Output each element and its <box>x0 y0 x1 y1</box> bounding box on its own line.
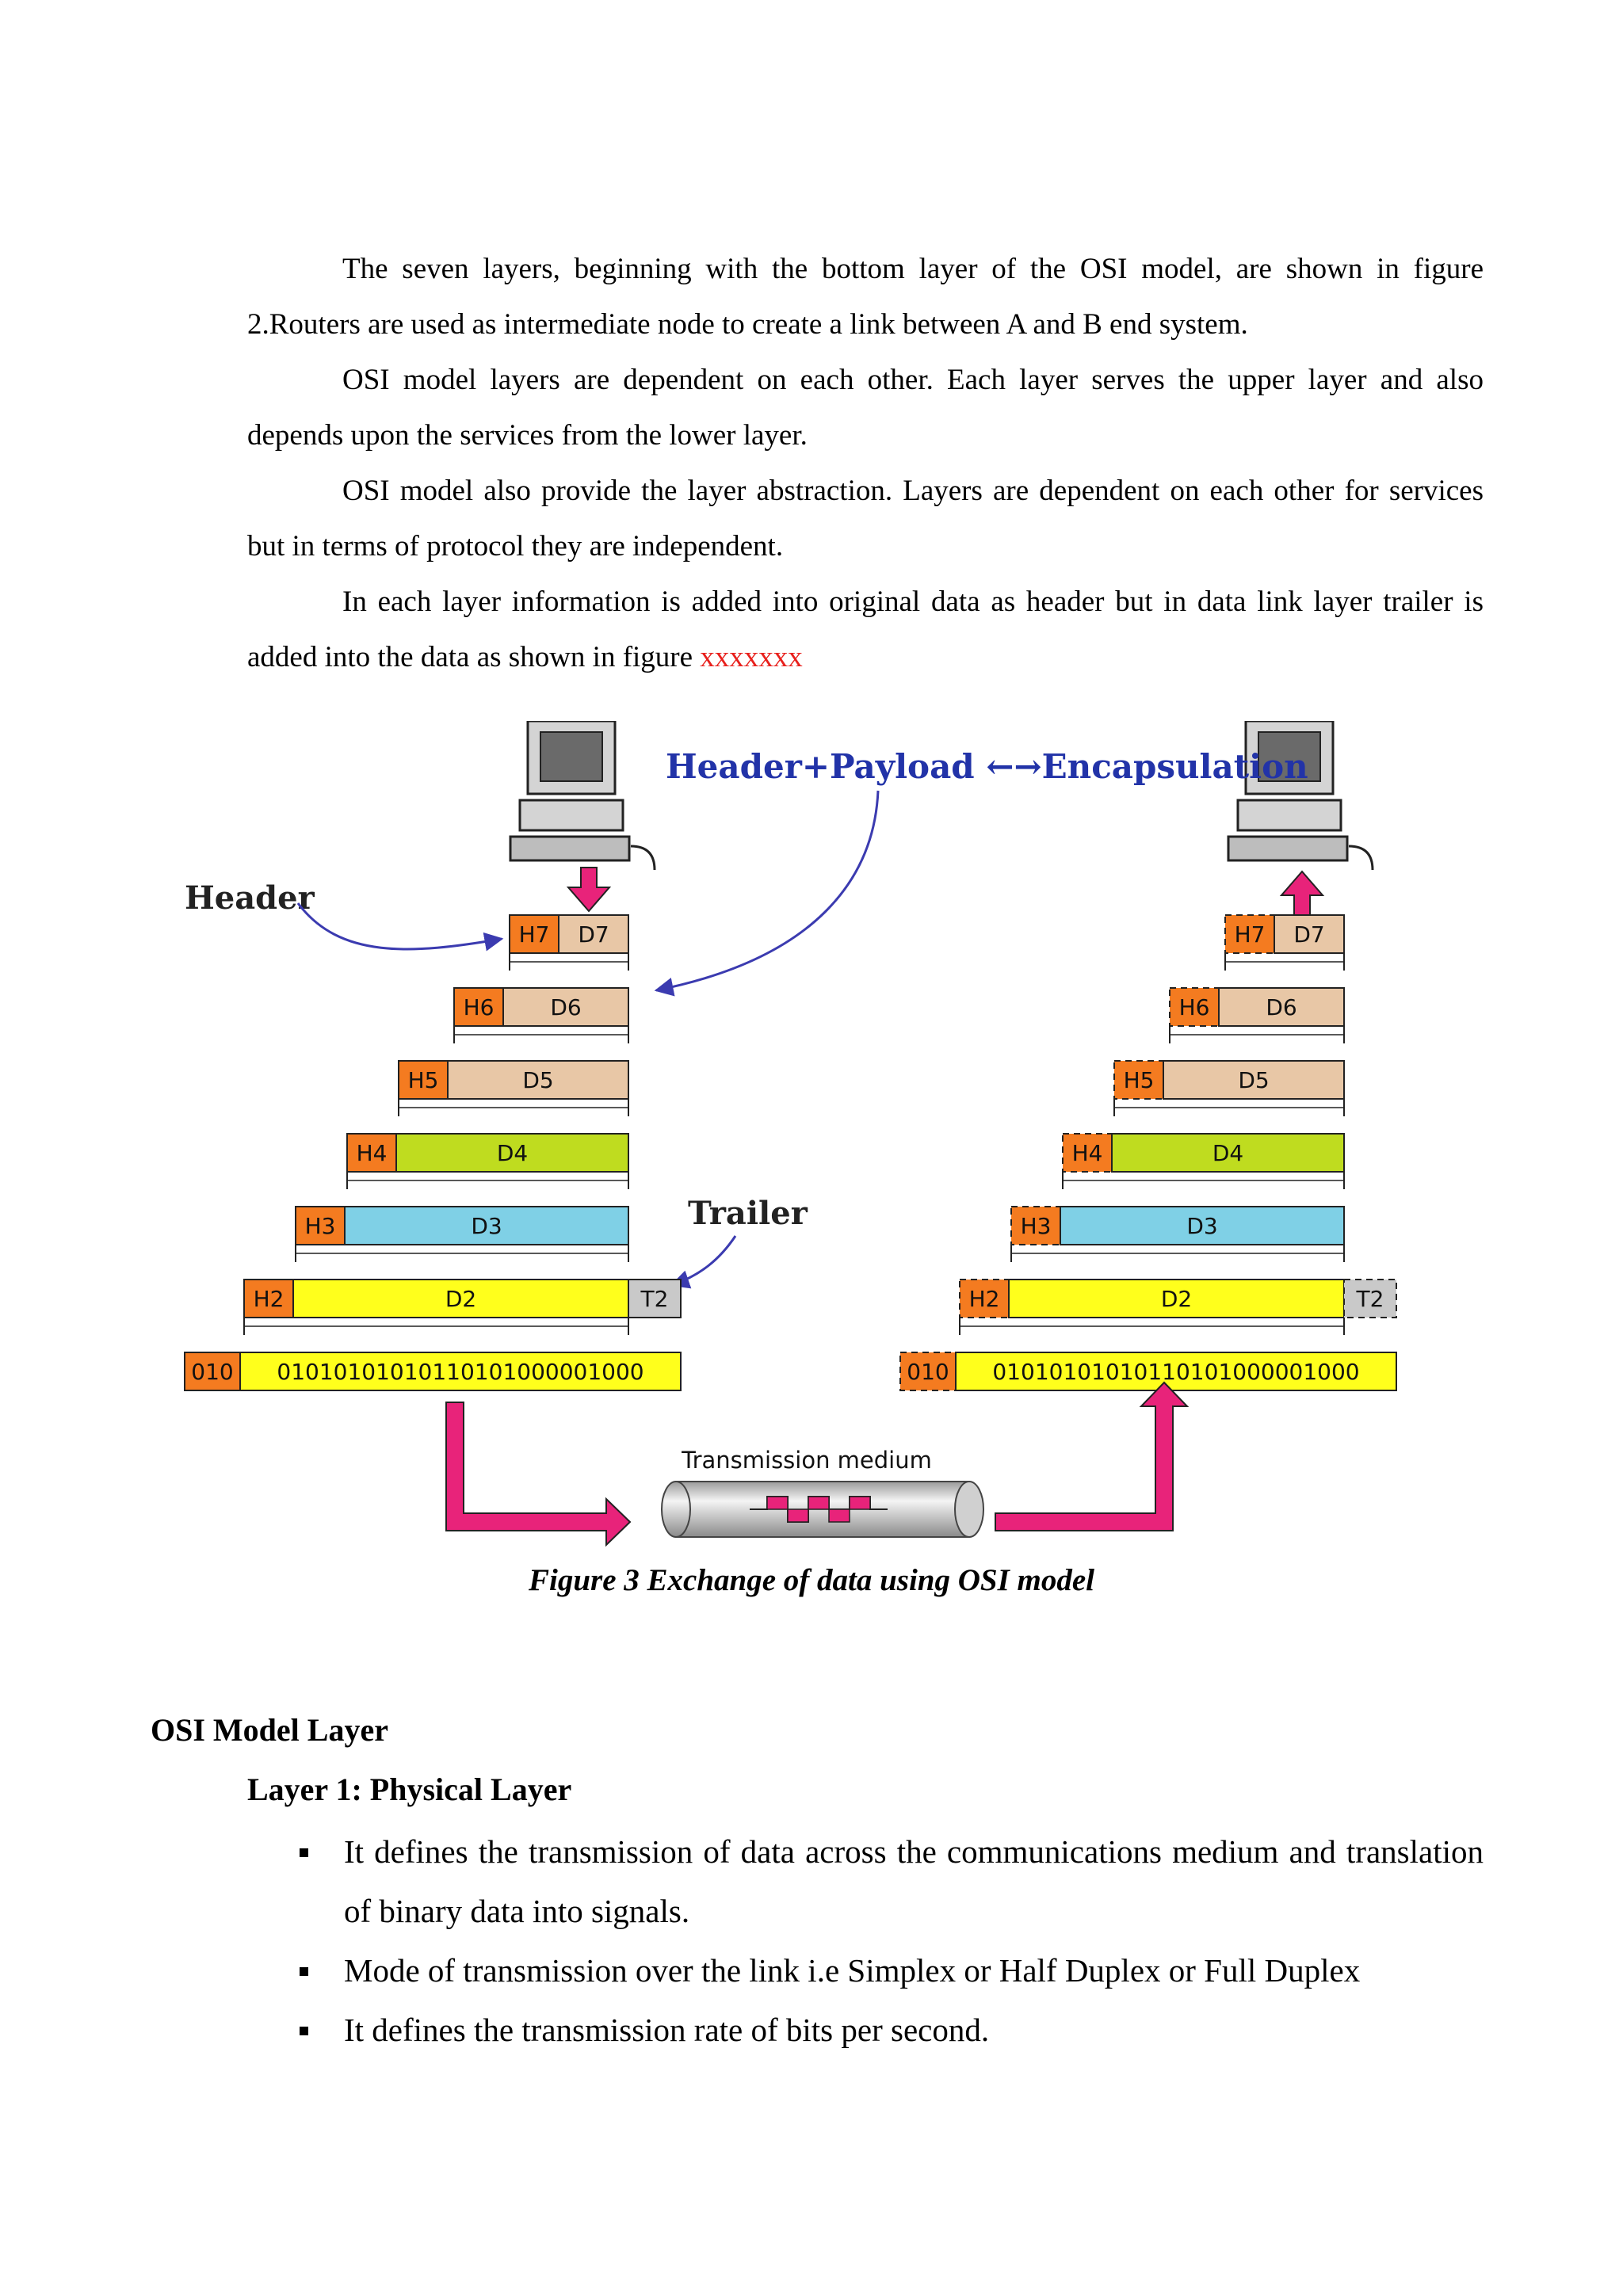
sender-computer-icon <box>509 721 656 871</box>
bullet-item: It defines the transmission rate of bits… <box>295 2000 1484 2060</box>
layer-data-label: D5 <box>1238 1067 1269 1093</box>
layer-header-label: H6 <box>464 994 495 1020</box>
trailer-pointer-arrow <box>670 1235 737 1289</box>
layer-data-box <box>1218 987 1345 1027</box>
bits-label: 01010101010110101000001000 <box>992 1359 1359 1385</box>
layer-data-label: D6 <box>1266 994 1296 1020</box>
layer-data-box <box>1163 1060 1345 1100</box>
bits-prefix-label: 010 <box>191 1359 233 1385</box>
layer-header-label: H2 <box>969 1286 1000 1312</box>
layer-data-label: D7 <box>578 921 609 948</box>
layer-header-label: H4 <box>1072 1140 1103 1166</box>
bullet-list: It defines the transmission of data acro… <box>295 1822 1484 2060</box>
layer-data-box <box>1060 1206 1345 1245</box>
layer-header-label: H7 <box>1235 921 1266 948</box>
receiver-computer-icon <box>1227 721 1374 871</box>
layer-data-box <box>502 987 629 1027</box>
layer-header-box <box>959 1279 1010 1318</box>
bits-prefix-label: 010 <box>907 1359 949 1385</box>
layer-header-box <box>1010 1206 1061 1245</box>
layer-data-label: D4 <box>1212 1140 1243 1166</box>
figure-title: Header+Payload ←→Encapsulation <box>666 747 1308 786</box>
transmission-pipe-icon <box>661 1481 984 1538</box>
layer-trailer-box <box>1343 1279 1397 1318</box>
down-arrow-icon <box>566 867 612 913</box>
layer-header-box <box>295 1206 346 1245</box>
layer-header-box <box>346 1133 397 1173</box>
trailer-label: Trailer <box>688 1195 808 1232</box>
layer-header-box <box>1113 1060 1164 1100</box>
layer-data-label: D2 <box>445 1286 476 1312</box>
layer-header-label: H3 <box>1021 1213 1052 1239</box>
layer-data-label: D7 <box>1293 921 1324 948</box>
bullet-item: Mode of transmission over the link i.e S… <box>295 1941 1484 2000</box>
layer-data-box <box>292 1279 629 1318</box>
layer-data-label: D3 <box>471 1213 502 1239</box>
layer-data-label: D3 <box>1186 1213 1217 1239</box>
layer-header-label: H7 <box>519 921 550 948</box>
paragraph-4: In each layer information is added into … <box>247 585 1484 673</box>
layer-trailer-box <box>628 1279 682 1318</box>
header-label: Header <box>185 879 315 917</box>
layer-header-box <box>1169 987 1220 1027</box>
medium-to-receiver-arrow <box>995 1381 1190 1531</box>
bits-prefix-box <box>899 1352 957 1391</box>
layer-header-box <box>398 1060 449 1100</box>
figure-reference: xxxxxxx <box>700 641 803 673</box>
up-arrow-icon <box>1279 870 1325 916</box>
layer-header-label: H5 <box>408 1067 439 1093</box>
payload-pointer-arrow <box>654 790 880 997</box>
layer-data-box <box>395 1133 629 1173</box>
figure-caption: Figure 3 Exchange of data using OSI mode… <box>528 1563 1095 1597</box>
layer-data-box <box>447 1060 629 1100</box>
layer-header-box <box>243 1279 294 1318</box>
send-to-medium-arrow <box>445 1402 632 1547</box>
layer-header-box <box>509 914 559 954</box>
layer-data-label: D6 <box>550 994 581 1020</box>
layer-header-box <box>453 987 504 1027</box>
layer-header-label: H3 <box>305 1213 336 1239</box>
bits-box <box>239 1352 682 1391</box>
layer-data-label: D4 <box>497 1140 528 1166</box>
layer-data-box <box>1274 914 1345 954</box>
bits-label: 01010101010110101000001000 <box>277 1359 643 1385</box>
layer-header-label: H5 <box>1124 1067 1155 1093</box>
osi-encapsulation-figure: Header+Payload ←→Encapsulation Header Tr… <box>184 721 1397 1547</box>
paragraph-2: OSI model layers are dependent on each o… <box>247 364 1484 452</box>
layer-header-label: H6 <box>1179 994 1210 1020</box>
paragraph-1: The seven layers, beginning with the bot… <box>247 253 1484 341</box>
layer-data-label: D2 <box>1161 1286 1192 1312</box>
layer-data-box <box>344 1206 629 1245</box>
layer-header-box <box>1224 914 1275 954</box>
paragraph-3: OSI model also provide the layer abstrac… <box>247 475 1484 563</box>
section-heading: OSI Model Layer <box>151 1712 388 1748</box>
layer-trailer-label: T2 <box>640 1286 669 1312</box>
layer-data-label: D5 <box>522 1067 553 1093</box>
layer-data-box <box>558 914 629 954</box>
subsection-heading: Layer 1: Physical Layer <box>247 1772 572 1807</box>
bits-prefix-box <box>184 1352 241 1391</box>
layer-header-label: H4 <box>357 1140 388 1166</box>
medium-label: Transmission medium <box>681 1447 932 1474</box>
header-pointer-arrow <box>296 902 504 952</box>
bullet-item: It defines the transmission of data acro… <box>295 1822 1484 1941</box>
layer-trailer-label: T2 <box>1356 1286 1384 1312</box>
layer-header-label: H2 <box>254 1286 285 1312</box>
bits-box <box>955 1352 1397 1391</box>
layer-data-box <box>1111 1133 1345 1173</box>
